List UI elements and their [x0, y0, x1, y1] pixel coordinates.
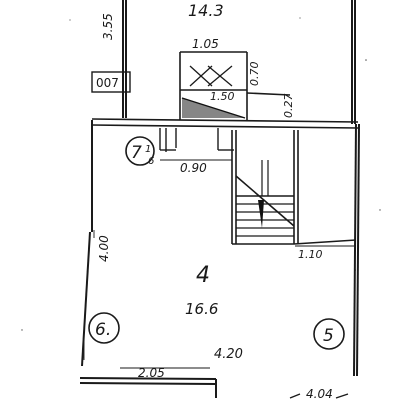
dim-top-left-height: 3.55: [101, 13, 115, 40]
marker-5-circle: [313, 318, 345, 350]
dim-small-height: 0.27: [282, 94, 295, 119]
door-opening: [159, 128, 234, 152]
marker-5-label: 5: [323, 326, 334, 346]
bottom-wall-fragments: [289, 393, 349, 399]
marker-7-circle: [125, 136, 155, 166]
marker-6-circle: [88, 312, 120, 344]
upper-room-walls: [122, 0, 356, 124]
dim-room-height: 4.00: [97, 235, 111, 262]
main-room-walls: [79, 120, 360, 398]
dim-bottom-left: 2.05: [138, 366, 165, 380]
main-room-number: 4: [196, 263, 210, 288]
dim-niche-height: 0.70: [248, 62, 261, 87]
dimension-lines: [83, 159, 354, 369]
marker-7-suffix: 6: [148, 156, 154, 167]
dim-bottom-right: 4.04: [306, 387, 333, 400]
inventory-box-label: 007: [96, 76, 119, 90]
marker-6-label: 6.: [95, 320, 111, 340]
dim-niche-width: 1.05: [192, 37, 219, 51]
marker-7-label: 7: [131, 143, 142, 163]
dim-lower-small: 1.50: [210, 90, 235, 103]
staircase: [231, 130, 357, 245]
inventory-box: [91, 71, 131, 93]
upper-room-area: 14.3: [188, 1, 224, 20]
niche-hatch: [181, 97, 246, 119]
niche: [179, 51, 291, 120]
dividing-wall: [91, 118, 359, 129]
dim-room-width: 4.20: [214, 347, 243, 362]
marker-7-sub: 1: [145, 144, 151, 155]
dim-stair-width: 1.10: [298, 248, 323, 261]
main-room-area: 16.6: [185, 300, 218, 318]
dim-door-width: 0.90: [180, 161, 207, 175]
